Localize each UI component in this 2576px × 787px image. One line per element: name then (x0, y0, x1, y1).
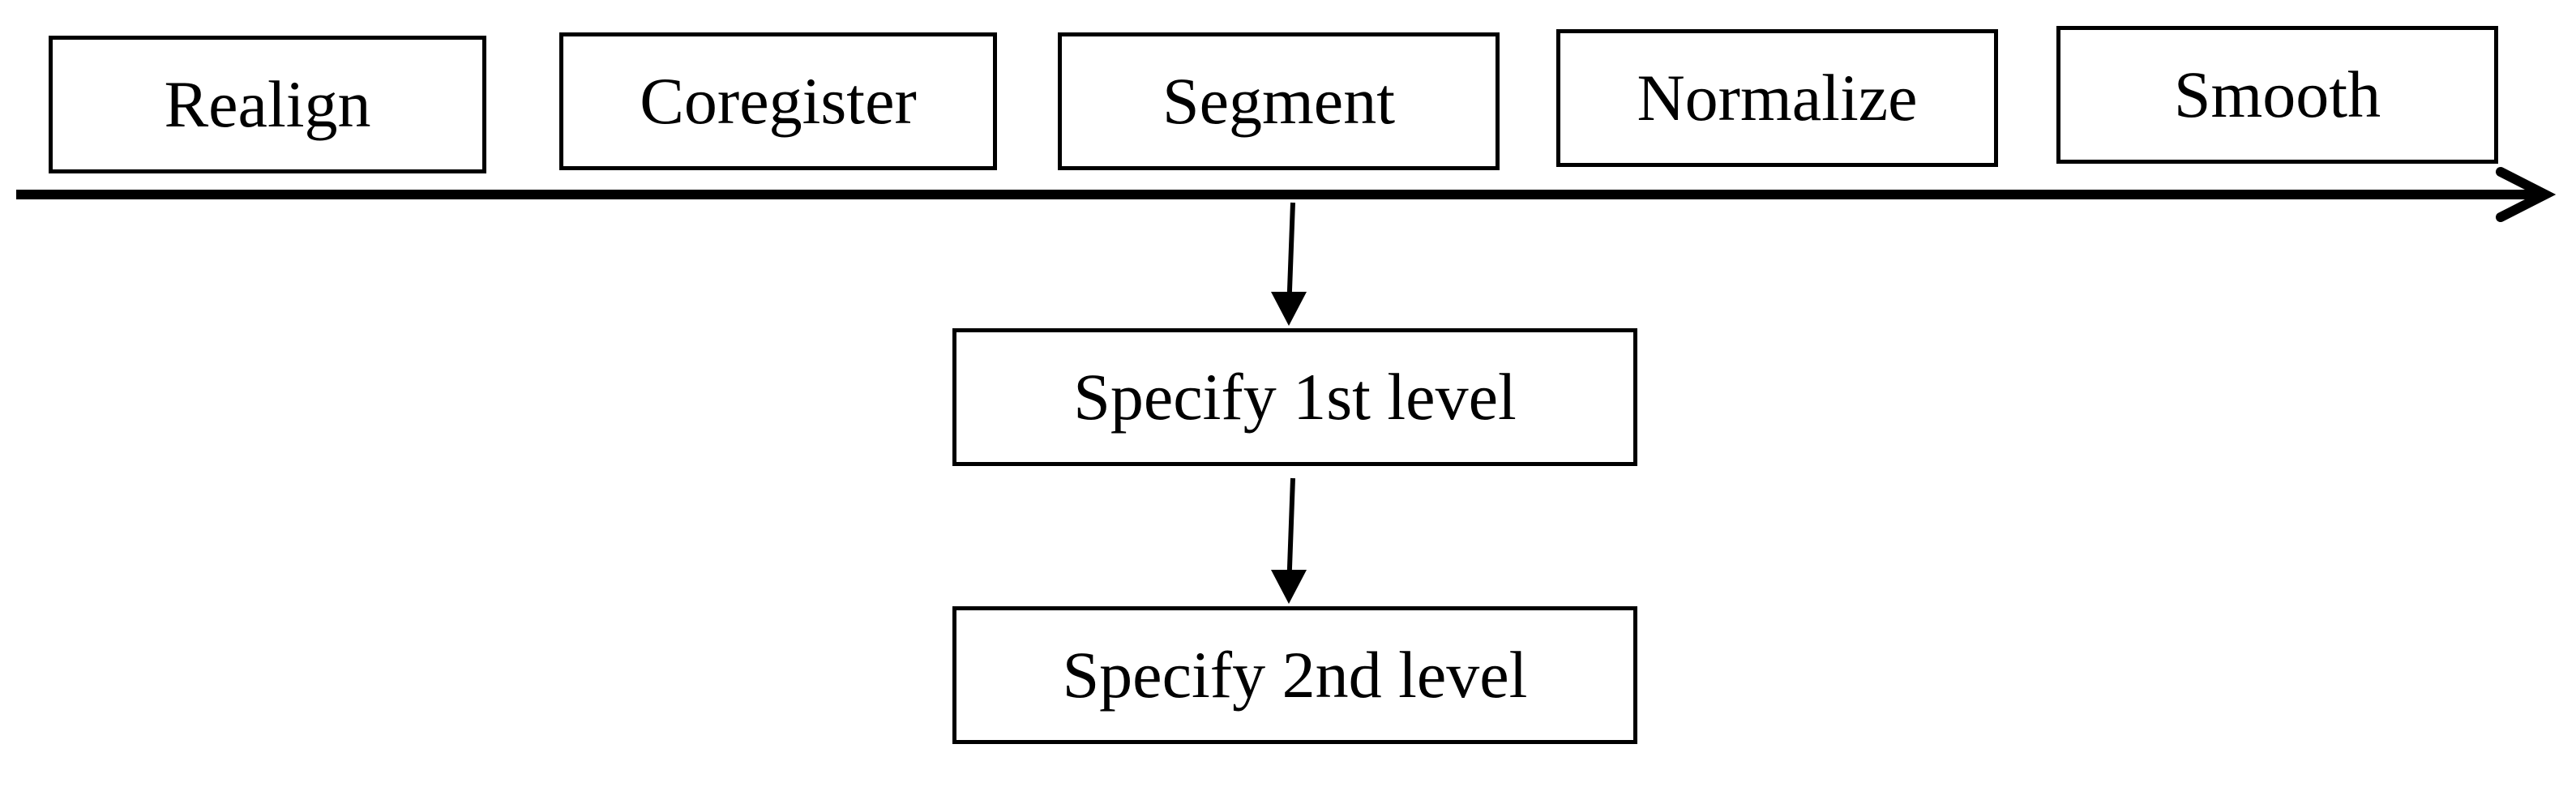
specify-2nd-level-box: Specify 2nd level (952, 606, 1637, 744)
step-segment-label: Segment (1162, 64, 1395, 138)
step-coregister-label: Coregister (640, 64, 917, 138)
arrow-to-level1-head (1271, 292, 1307, 326)
specify-2nd-level-label: Specify 2nd level (1062, 638, 1528, 712)
specify-1st-level-box: Specify 1st level (952, 328, 1637, 466)
step-normalize-label: Normalize (1637, 61, 1918, 135)
step-realign-box: Realign (49, 36, 486, 173)
step-realign-label: Realign (164, 67, 371, 141)
step-segment-box: Segment (1058, 32, 1500, 170)
step-coregister-box: Coregister (559, 32, 997, 170)
step-smooth-box: Smooth (2056, 26, 2498, 164)
specify-1st-level-label: Specify 1st level (1073, 360, 1517, 434)
step-normalize-box: Normalize (1556, 29, 1998, 167)
step-smooth-label: Smooth (2173, 58, 2381, 131)
arrow-to-level2-head (1271, 570, 1307, 604)
timeline-arrow-head (2496, 167, 2557, 222)
